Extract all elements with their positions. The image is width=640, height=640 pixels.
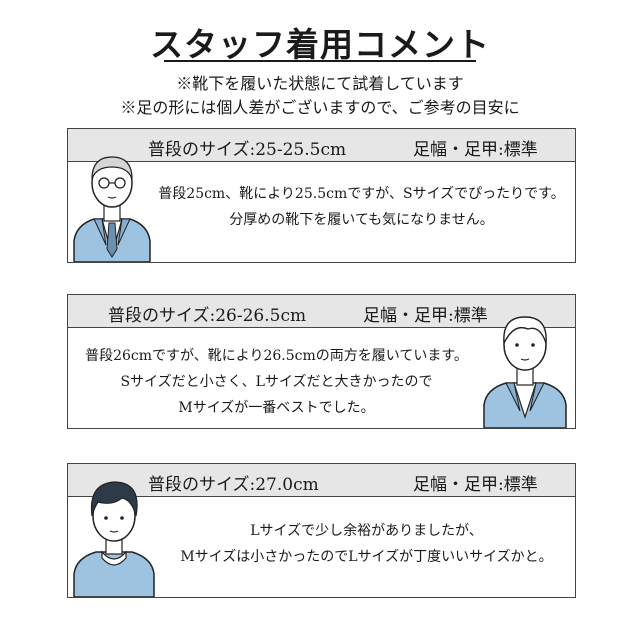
comment-line: 普段26cmですが、靴により26.5cmの両方を履いています。 <box>85 348 468 364</box>
foot-fit-label: 足幅・足甲:標準 <box>413 475 538 495</box>
comment-line: 普段25cm、靴により25.5cmですが、Sサイズでぴったりです。 <box>158 186 565 202</box>
young-man-avatar <box>483 316 567 428</box>
card-header: 普段のサイズ:26-26.5cm 足幅・足甲:標準 <box>68 295 575 328</box>
comment-line: Lサイズで少し余裕がありましたが、 <box>250 523 483 539</box>
comment-line: 分厚めの靴下を履いても気になりません。 <box>229 212 494 228</box>
usual-size-label: 普段のサイズ:25-25.5cm <box>148 140 347 160</box>
card-header: 普段のサイズ:27.0cm 足幅・足甲:標準 <box>68 464 575 497</box>
staff-comment-card-2: 普段のサイズ:26-26.5cm 足幅・足甲:標準 普段26cmですが、靴により… <box>67 294 576 429</box>
note-foot-shape: ※足の形には個人差がございますので、ご参考の目安に <box>120 98 520 117</box>
comment-line: Mサイズは小さかったのでLサイズが丁度いいサイズかと。 <box>180 549 553 565</box>
foot-fit-label: 足幅・足甲:標準 <box>413 140 538 160</box>
comment-text: 普段25cm、靴により25.5cmですが、Sサイズでぴったりです。 分厚めの靴下… <box>68 181 575 233</box>
note-socks: ※靴下を履いた状態にて試着しています <box>176 74 464 93</box>
usual-size-label: 普段のサイズ:27.0cm <box>148 475 319 495</box>
card-header: 普段のサイズ:25-25.5cm 足幅・足甲:標準 <box>68 129 575 162</box>
title-underline <box>164 60 476 62</box>
usual-size-label: 普段のサイズ:26-26.5cm <box>108 306 307 326</box>
page-title: スタッフ着用コメント <box>150 25 490 64</box>
older-man-glasses-avatar <box>73 156 151 262</box>
dark-hair-man-avatar <box>73 481 155 597</box>
staff-comment-card-3: 普段のサイズ:27.0cm 足幅・足甲:標準 Lサイズで少し余裕がありましたが、… <box>67 463 576 598</box>
comment-line: Sサイズだと小さく、Lサイズだと大きかったので <box>120 374 433 390</box>
comment-text: Lサイズで少し余裕がありましたが、 Mサイズは小さかったのでLサイズが丁度いいサ… <box>68 518 575 570</box>
foot-fit-label: 足幅・足甲:標準 <box>363 306 488 326</box>
comment-text: 普段26cmですが、靴により26.5cmの両方を履いています。 Sサイズだと小さ… <box>68 343 575 421</box>
comment-line: Mサイズが一番ベストでした。 <box>178 400 375 416</box>
staff-comment-card-1: 普段のサイズ:25-25.5cm 足幅・足甲:標準 普段25cm、靴により25.… <box>67 128 576 263</box>
